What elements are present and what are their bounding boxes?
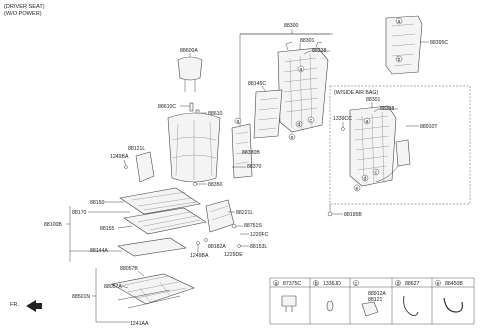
callout-d-sab [361, 174, 369, 182]
side-airbag-box [329, 85, 471, 205]
seat-back-frame [277, 41, 329, 133]
callout-e-main [288, 133, 296, 141]
svg-text:e: e [291, 135, 294, 141]
legend-d-circle [395, 280, 401, 286]
svg-text:d: d [364, 176, 367, 182]
legend-c-part-2: 88121 [368, 297, 383, 303]
label-88370: 88370 [247, 164, 262, 170]
label-88121L: 88121L [128, 146, 145, 152]
label-88145C: 88145C [248, 81, 266, 87]
label-88195B: 88195B [344, 212, 362, 218]
legend-a-circle [273, 280, 279, 286]
legend-d-wire-icon [403, 295, 419, 317]
label-88300: 88300 [284, 23, 299, 29]
label-side-airbag: (W/SIDE AIR BAG) [334, 90, 378, 96]
label-88057B: 88057B [120, 266, 138, 272]
callout-c-main [307, 116, 315, 124]
label-88057A: 88057A [104, 284, 122, 290]
label-88395C: 88395C [430, 40, 448, 46]
headrest [177, 56, 203, 92]
legend-d-part: 88627 [405, 281, 420, 287]
callout-a-sab [363, 117, 371, 125]
label-88170: 88170 [72, 210, 87, 216]
label-88600A: 88600A [180, 48, 198, 54]
svg-text:d: d [397, 281, 400, 287]
legend-a-part: 87375C [283, 281, 301, 287]
svg-text:a: a [237, 119, 240, 125]
legend-e-circle [435, 280, 441, 286]
front-marker: FR. [10, 302, 19, 308]
label-1229DE: 1229DE [224, 252, 243, 258]
label-88221L: 88221L [236, 210, 253, 216]
label-1241AA: 1241AA [130, 321, 149, 327]
svg-text:a: a [366, 119, 369, 125]
lumbar-pad-88145C [253, 89, 283, 139]
svg-text:e: e [356, 186, 359, 192]
label-sab-88301: 88301 [366, 97, 381, 103]
label-88150: 88150 [90, 200, 105, 206]
seat-back-frame-airbag [349, 105, 397, 187]
label-88301: 88301 [300, 38, 315, 44]
legend-c-bracket-icon [361, 301, 379, 317]
svg-text:e: e [437, 281, 440, 287]
svg-text:a: a [275, 281, 278, 287]
label-88751S: 88751S [244, 223, 262, 229]
back-panel-88395C [385, 15, 423, 75]
side-trim-88121L [135, 151, 155, 183]
svg-text:a: a [398, 19, 401, 25]
side-airbag-module [375, 139, 411, 183]
seat-cushion-pad [123, 207, 207, 235]
headrest-guide-left [189, 102, 194, 112]
callout-d-main [295, 120, 303, 128]
label-1220FC: 1220FC [250, 232, 269, 238]
legend-b-circle [313, 280, 319, 286]
callout-a-panel [395, 17, 403, 25]
legend-e-hook-icon [443, 297, 463, 313]
label-sab-1339CC: 1339CC [333, 116, 352, 122]
label-88155: 88155 [100, 226, 115, 232]
side-shield-88221L [205, 199, 235, 233]
legend-c-part-1: 88912A [368, 291, 386, 297]
label-88100B: 88100B [44, 222, 62, 228]
header-line-1: (DRIVER SEAT) [4, 4, 45, 10]
seat-track-assembly [111, 273, 195, 309]
callout-e-sab [353, 184, 361, 192]
callout-a-main [297, 65, 305, 73]
svg-text:b: b [315, 281, 318, 287]
label-88350: 88350 [208, 182, 223, 188]
svg-text:c: c [375, 170, 378, 176]
header-line-2: (W/O POWER) [4, 11, 42, 17]
front-arrow-icon [26, 300, 42, 312]
label-88153L: 88153L [250, 244, 267, 250]
callout-b-panel [395, 55, 403, 63]
seat-back-pad [231, 123, 253, 179]
seat-pan-88144A [117, 237, 187, 257]
label-88610: 88610 [208, 111, 223, 117]
svg-text:c: c [355, 281, 358, 287]
label-88610C: 88610C [158, 104, 176, 110]
legend-a-clip-icon [281, 295, 297, 312]
legend-c-circle [353, 280, 359, 286]
svg-text:c: c [310, 118, 313, 124]
label-88182A: 88182A [208, 244, 226, 250]
legend-e-part: 88450B [445, 281, 463, 287]
label-sab-88910T: 88910T [420, 124, 438, 130]
label-88380B: 88380B [242, 150, 260, 156]
label-1249BA-top: 1249BA [110, 154, 129, 160]
seat-cushion-cover [119, 187, 201, 215]
svg-text:a: a [300, 67, 303, 73]
callout-a-pad [234, 117, 242, 125]
svg-text:d: d [298, 122, 301, 128]
seat-back-cover [167, 112, 221, 183]
callout-c-sab [372, 168, 380, 176]
label-1249BA-bottom: 1249BA [190, 253, 209, 259]
svg-text:b: b [398, 57, 401, 63]
legend-b-part: 1336JD [323, 281, 341, 287]
label-88501N: 88501N [72, 294, 90, 300]
legend-table [269, 277, 475, 325]
legend-b-grommet-icon [326, 300, 334, 312]
